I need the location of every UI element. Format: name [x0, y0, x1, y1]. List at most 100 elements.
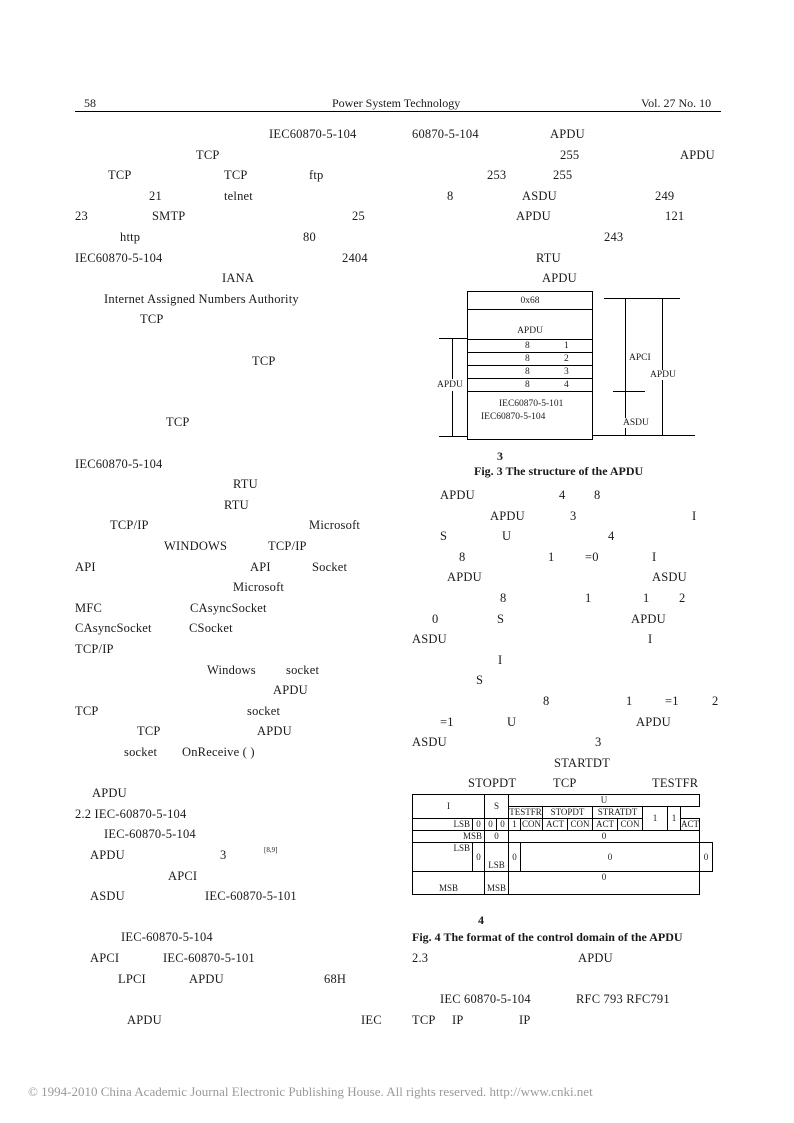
- act-label: ACT: [592, 818, 618, 831]
- text-fragment: 1: [626, 694, 633, 708]
- text-fragment: APDU: [542, 271, 577, 286]
- text-fragment: SMTP: [152, 209, 186, 224]
- text-fragment: IANA: [222, 271, 255, 286]
- asdu-standard-104: IEC60870-5-104: [481, 412, 546, 422]
- text-fragment: CSocket: [189, 621, 233, 636]
- text-fragment: APDU: [440, 488, 475, 502]
- apci-line: [625, 299, 626, 391]
- lsb-label: LSB: [412, 818, 473, 831]
- text-fragment: 4: [559, 488, 566, 502]
- apci-bottom-line: [613, 391, 645, 392]
- text-fragment: 25: [352, 209, 365, 224]
- text-fragment: APDU: [189, 971, 224, 986]
- text-fragment: 2404: [342, 250, 368, 265]
- text-fragment: TCP: [108, 168, 132, 183]
- text-fragment: ASDU: [652, 570, 687, 585]
- text-fragment: I: [498, 652, 503, 667]
- text-fragment: APDU: [127, 1012, 162, 1027]
- asdu-standard-101: IEC60870-5-101: [499, 399, 564, 409]
- text-fragment: socket: [247, 703, 281, 718]
- text-fragment: APDU: [92, 786, 127, 801]
- msb-label: MSB: [484, 871, 509, 895]
- text-fragment: TCP: [166, 415, 190, 430]
- text-fragment: RTU: [233, 477, 258, 492]
- text-fragment: 243: [604, 230, 624, 244]
- text-fragment: 23: [75, 209, 88, 224]
- octet-index: 3: [564, 367, 569, 377]
- right-apdu-label: APDU: [650, 370, 676, 380]
- text-fragment: 8: [594, 488, 601, 502]
- text-fragment: TCP: [196, 147, 220, 162]
- text-fragment: LPCI: [118, 971, 146, 986]
- u-zero: 0: [520, 842, 700, 872]
- col-u-header: U: [508, 794, 700, 807]
- text-fragment: U: [507, 714, 517, 729]
- text-fragment: APDU: [636, 714, 671, 729]
- text-fragment: RTU: [224, 497, 249, 512]
- octet-bits: 8: [525, 367, 530, 377]
- text-fragment: TCP: [224, 168, 248, 183]
- octet-bits: 8: [525, 341, 530, 351]
- text-fragment: 0: [432, 611, 439, 626]
- apci-label: APCI: [629, 353, 651, 363]
- figure-4-caption: Fig. 4 The format of the control domain …: [412, 930, 683, 944]
- text-fragment: IEC-60870-5-101: [205, 889, 297, 904]
- text-fragment: TCP/IP: [268, 539, 307, 553]
- figure-3-number: 3: [497, 449, 503, 463]
- text-fragment: 68H: [324, 971, 347, 986]
- text-fragment: I: [692, 508, 697, 523]
- s-zero: 0: [484, 830, 509, 843]
- text-fragment: APCI: [168, 868, 198, 883]
- text-fragment: 2: [712, 694, 719, 708]
- text-fragment: 4: [608, 529, 615, 544]
- text-fragment: ASDU: [90, 889, 125, 904]
- apdu-length-label: APDU: [517, 326, 543, 336]
- col-s-header: S: [484, 794, 509, 819]
- text-fragment: 1: [548, 549, 555, 564]
- text-fragment: socket: [286, 662, 320, 677]
- i-zero: 0: [472, 842, 485, 872]
- text-fragment: IEC-60870-5-104: [121, 930, 213, 945]
- text-fragment: Socket: [312, 559, 348, 574]
- testfr-header: TESTFR: [508, 806, 543, 819]
- bit-1: 1: [508, 818, 521, 831]
- control-domain-table: I S U TESTFR STOPDT STRATDT 1 1 LSB 0 0 …: [412, 794, 713, 895]
- text-fragment: IEC60870-5-104: [75, 456, 163, 471]
- text-fragment: CAsyncSocket: [190, 600, 267, 615]
- ip-word: IP: [452, 1013, 464, 1027]
- text-fragment: I: [648, 632, 653, 647]
- text-fragment: socket: [124, 745, 158, 759]
- asdu-label: ASDU: [623, 418, 649, 428]
- text-fragment: TCP: [75, 703, 99, 718]
- text-fragment: IEC: [361, 1012, 382, 1027]
- text-fragment: ASDU: [412, 632, 447, 647]
- u-bit-1b: 1: [667, 806, 681, 831]
- text-fragment: RTU: [536, 250, 561, 265]
- text-fragment: API: [75, 559, 96, 574]
- text-fragment: MFC: [75, 600, 103, 615]
- text-fragment: 80: [303, 230, 316, 244]
- text-fragment: APDU: [516, 209, 551, 224]
- text-fragment: APDU: [273, 683, 308, 698]
- reference-superscript: [8,9]: [264, 846, 278, 854]
- text-fragment: ASDU: [522, 188, 557, 203]
- text-fragment: TCP: [140, 312, 164, 327]
- bit-0: 0: [484, 818, 497, 831]
- volume-info: Vol. 27 No. 10: [641, 96, 712, 110]
- text-fragment: APDU: [257, 724, 292, 739]
- text-fragment: ASDU: [412, 735, 447, 750]
- con-label: CON: [567, 818, 593, 831]
- left-brace-bottom: [439, 436, 467, 437]
- text-fragment: 21: [149, 188, 162, 203]
- text-fragment: APDU: [447, 570, 482, 585]
- u-bit-1: 1: [642, 806, 668, 831]
- octet-bits: 8: [525, 354, 530, 364]
- apdu-line: [662, 299, 663, 435]
- text-fragment: http: [120, 230, 141, 244]
- text-fragment: Microsoft: [233, 580, 285, 595]
- text-fragment: telnet: [224, 188, 253, 203]
- octet-index: 1: [564, 341, 569, 351]
